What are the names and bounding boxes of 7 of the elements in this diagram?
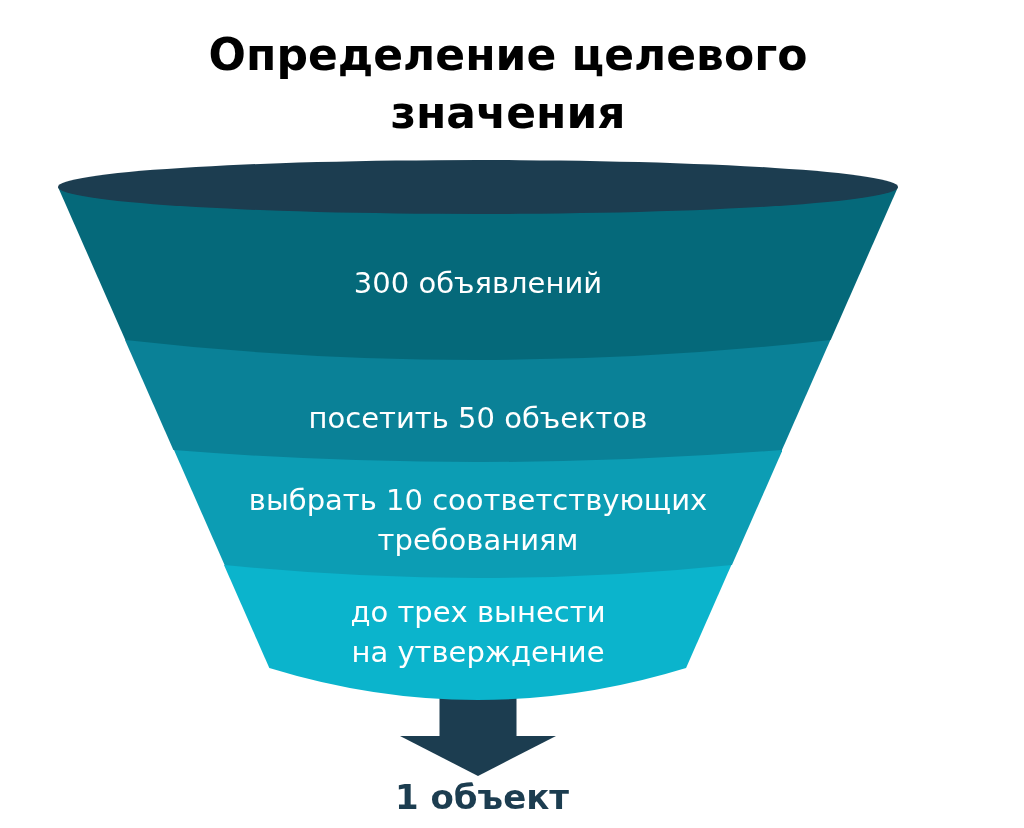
band-label: посетить 50 объектов [307, 400, 649, 437]
down-arrow [400, 696, 556, 776]
result-label: 1 объект [395, 777, 569, 817]
band-label: до трех вынести на утверждение [349, 594, 607, 671]
band-label: 300 объявлений [352, 265, 604, 302]
diagram-title: Определение целевого значения [207, 28, 809, 140]
band-label: выбрать 10 соответствующих требованиям [247, 482, 709, 559]
